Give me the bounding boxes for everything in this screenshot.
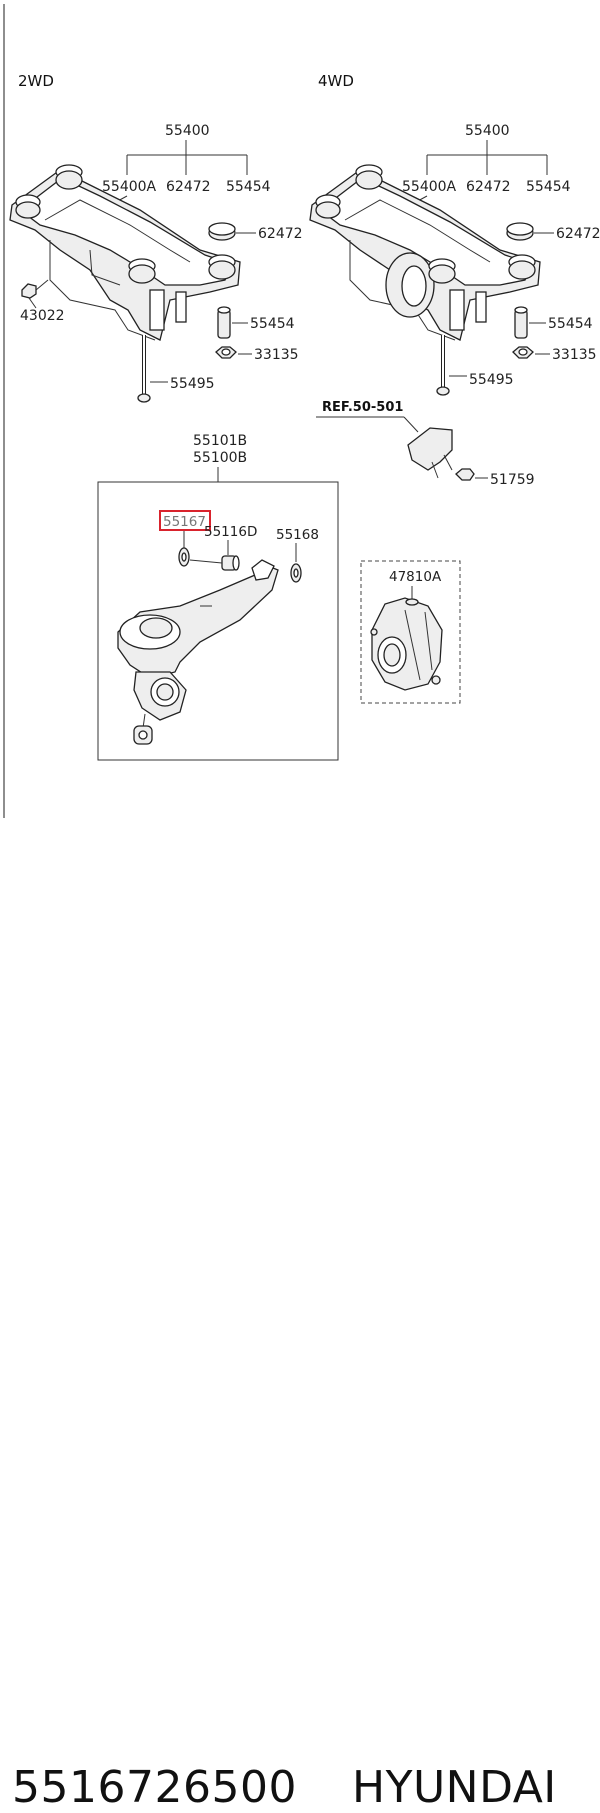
label-55400a-right: 55400A bbox=[402, 179, 457, 195]
section-title-2wd: 2WD bbox=[18, 72, 54, 90]
label-62472-top-left: 62472 bbox=[166, 179, 211, 195]
highlight-box-55167 bbox=[159, 510, 211, 531]
label-47810a: 47810A bbox=[389, 569, 442, 585]
parts-diagram: 2WD 4WD 55400 55400A 62472 55454 62472 bbox=[3, 4, 600, 818]
crossmember-2wd: 55400 55400A 62472 55454 62472 55454 bbox=[9, 123, 303, 403]
label-55400a-left: 55400A bbox=[102, 179, 157, 195]
label-43022: 43022 bbox=[20, 308, 65, 324]
label-55167: 55167 bbox=[163, 514, 206, 530]
crossmember-4wd: 55400 55400A 62472 55454 62472 55454 bbox=[309, 123, 600, 396]
section-title-4wd: 4WD bbox=[318, 72, 354, 90]
label-55495-left: 55495 bbox=[170, 376, 215, 392]
label-33135-right: 33135 bbox=[552, 347, 597, 363]
label-51759: 51759 bbox=[490, 472, 535, 488]
label-62472-top-right: 62472 bbox=[466, 179, 511, 195]
label-55454-top-right: 55454 bbox=[526, 179, 571, 195]
label-55116d: 55116D bbox=[204, 524, 257, 540]
label-33135-left: 33135 bbox=[254, 347, 299, 363]
label-55495-right: 55495 bbox=[469, 372, 514, 388]
label-55400-left: 55400 bbox=[165, 123, 210, 139]
label-55400-right: 55400 bbox=[465, 123, 510, 139]
knuckle-box bbox=[360, 560, 461, 704]
label-62472-side-right: 62472 bbox=[556, 226, 600, 242]
lower-arm-assembly: 55101B 55100B 55167 55116D 55168 bbox=[97, 433, 339, 761]
label-55168: 55168 bbox=[276, 527, 319, 543]
label-55454-top-left: 55454 bbox=[226, 179, 271, 195]
label-ref-50-501: REF.50-501 bbox=[322, 400, 403, 415]
label-55454-side-right: 55454 bbox=[548, 316, 593, 332]
label-55101b: 55101B bbox=[193, 433, 247, 449]
knuckle-47810a: 47810A bbox=[360, 560, 461, 704]
assembly-box bbox=[97, 481, 339, 761]
ref-bracket: REF.50-501 51759 bbox=[316, 400, 535, 488]
brand-name: HYUNDAI bbox=[352, 1762, 557, 1813]
part-number: 5516726500 bbox=[12, 1762, 297, 1813]
label-55100b: 55100B bbox=[193, 450, 247, 466]
label-55454-side-left: 55454 bbox=[250, 316, 295, 332]
footer: 5516726500 HYUNDAI bbox=[0, 880, 600, 1813]
label-62472-side-left: 62472 bbox=[258, 226, 303, 242]
